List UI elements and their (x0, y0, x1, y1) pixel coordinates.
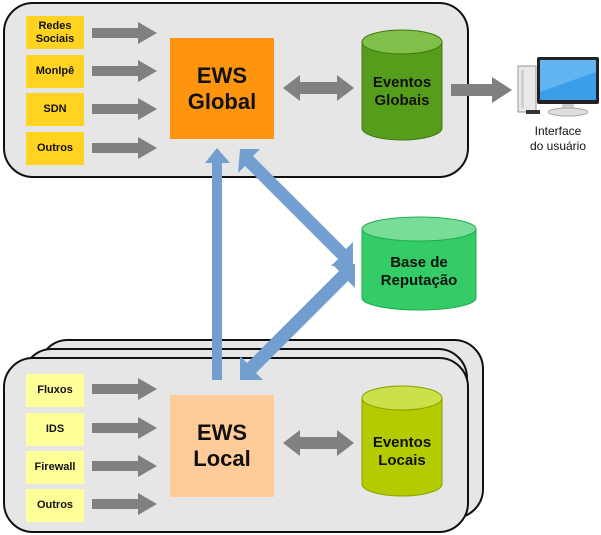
local-source-arrows (92, 378, 157, 515)
to-interface-arrow (451, 77, 512, 103)
eventos-globais-label: Eventos Globais (372, 74, 432, 109)
global-reputation-arrow (238, 149, 353, 266)
source-outros-local: Outros (26, 489, 84, 522)
source-fluxos: Fluxos (26, 374, 84, 407)
flow-arrow (92, 60, 157, 82)
source-monipe: MonIpê (26, 55, 84, 88)
source-outros-global: Outros (26, 132, 84, 165)
interface-caption: Interface do usuário (529, 124, 587, 153)
local-to-global-arrow (205, 148, 230, 380)
flow-arrow (92, 493, 157, 515)
flow-arrow (92, 378, 157, 400)
flow-arrow (92, 98, 157, 120)
flow-arrow (92, 455, 157, 477)
ews-local-store-arrow (283, 430, 354, 456)
source-firewall: Firewall (26, 451, 84, 484)
ews-global-box: EWS Global (170, 38, 274, 139)
source-ids: IDS (26, 413, 84, 446)
source-sdn: SDN (26, 93, 84, 126)
base-reputacao-label: Base de Reputação (380, 254, 458, 289)
flow-arrow (92, 137, 157, 159)
flow-arrow (92, 22, 157, 44)
eventos-locais-cylinder (361, 385, 443, 497)
desktop-computer-icon (517, 57, 599, 117)
ews-global-store-arrow (283, 75, 354, 101)
global-source-arrows (92, 22, 157, 159)
local-reputation-arrow (240, 264, 355, 380)
ews-local-box: EWS Local (170, 395, 274, 497)
eventos-locais-label: Eventos Locais (372, 434, 432, 469)
source-redes-sociais: Redes Sociais (26, 16, 84, 49)
eventos-globais-cylinder (361, 29, 443, 141)
flow-arrow (92, 417, 157, 439)
base-reputacao-cylinder (361, 216, 477, 311)
